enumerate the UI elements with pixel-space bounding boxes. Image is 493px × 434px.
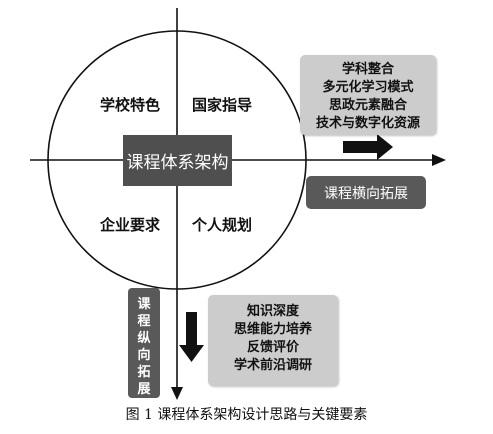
quadrant-label-personal: 个人规划 [192, 216, 253, 234]
vertical-element: 学术前沿调研 [233, 358, 312, 373]
vertical-element: 知识深度 [246, 304, 299, 319]
vertical-label-char: 纵 [137, 331, 151, 346]
vertical-label-char: 展 [137, 382, 151, 397]
vertical-axis-arrowhead [171, 387, 183, 400]
vertical-label-char: 程 [137, 314, 151, 329]
quadrant-label-national: 国家指导 [192, 96, 253, 114]
vertical-element: 思维能力培养 [233, 322, 312, 337]
vertical-label-char: 课 [137, 297, 151, 312]
vertical-element: 反馈评价 [246, 340, 299, 355]
horizontal-element: 学科整合 [341, 62, 394, 77]
quadrant-label-enterprise: 企业要求 [100, 216, 161, 234]
horizontal-element: 思政元素融合 [328, 98, 407, 113]
horizontal-axis-arrowhead [432, 154, 446, 166]
center-box-curriculum-architecture: 课程体系架构 [123, 135, 232, 186]
right-block-arrow [343, 134, 393, 160]
horizontal-element: 多元化学习模式 [322, 80, 414, 95]
horizontal-elements-box: 学科整合 多元化学习模式 思政元素融合 技术与数字化资源 [300, 55, 436, 135]
horizontal-expansion-label: 课程横向拓展 [306, 176, 426, 209]
figure-caption: 图 1 课程体系架构设计思路与关键要素 [125, 407, 368, 423]
quadrant-label-school: 学校特色 [100, 96, 161, 114]
vertical-label-char: 向 [137, 348, 151, 363]
vertical-expansion-label: 课程纵向拓展 [128, 288, 160, 398]
vertical-elements-box: 知识深度 思维能力培养 反馈评价 学术前沿调研 [208, 295, 338, 386]
down-block-arrow [179, 312, 204, 362]
vertical-label-char: 拓 [137, 365, 151, 380]
horizontal-element: 技术与数字化资源 [315, 116, 420, 131]
